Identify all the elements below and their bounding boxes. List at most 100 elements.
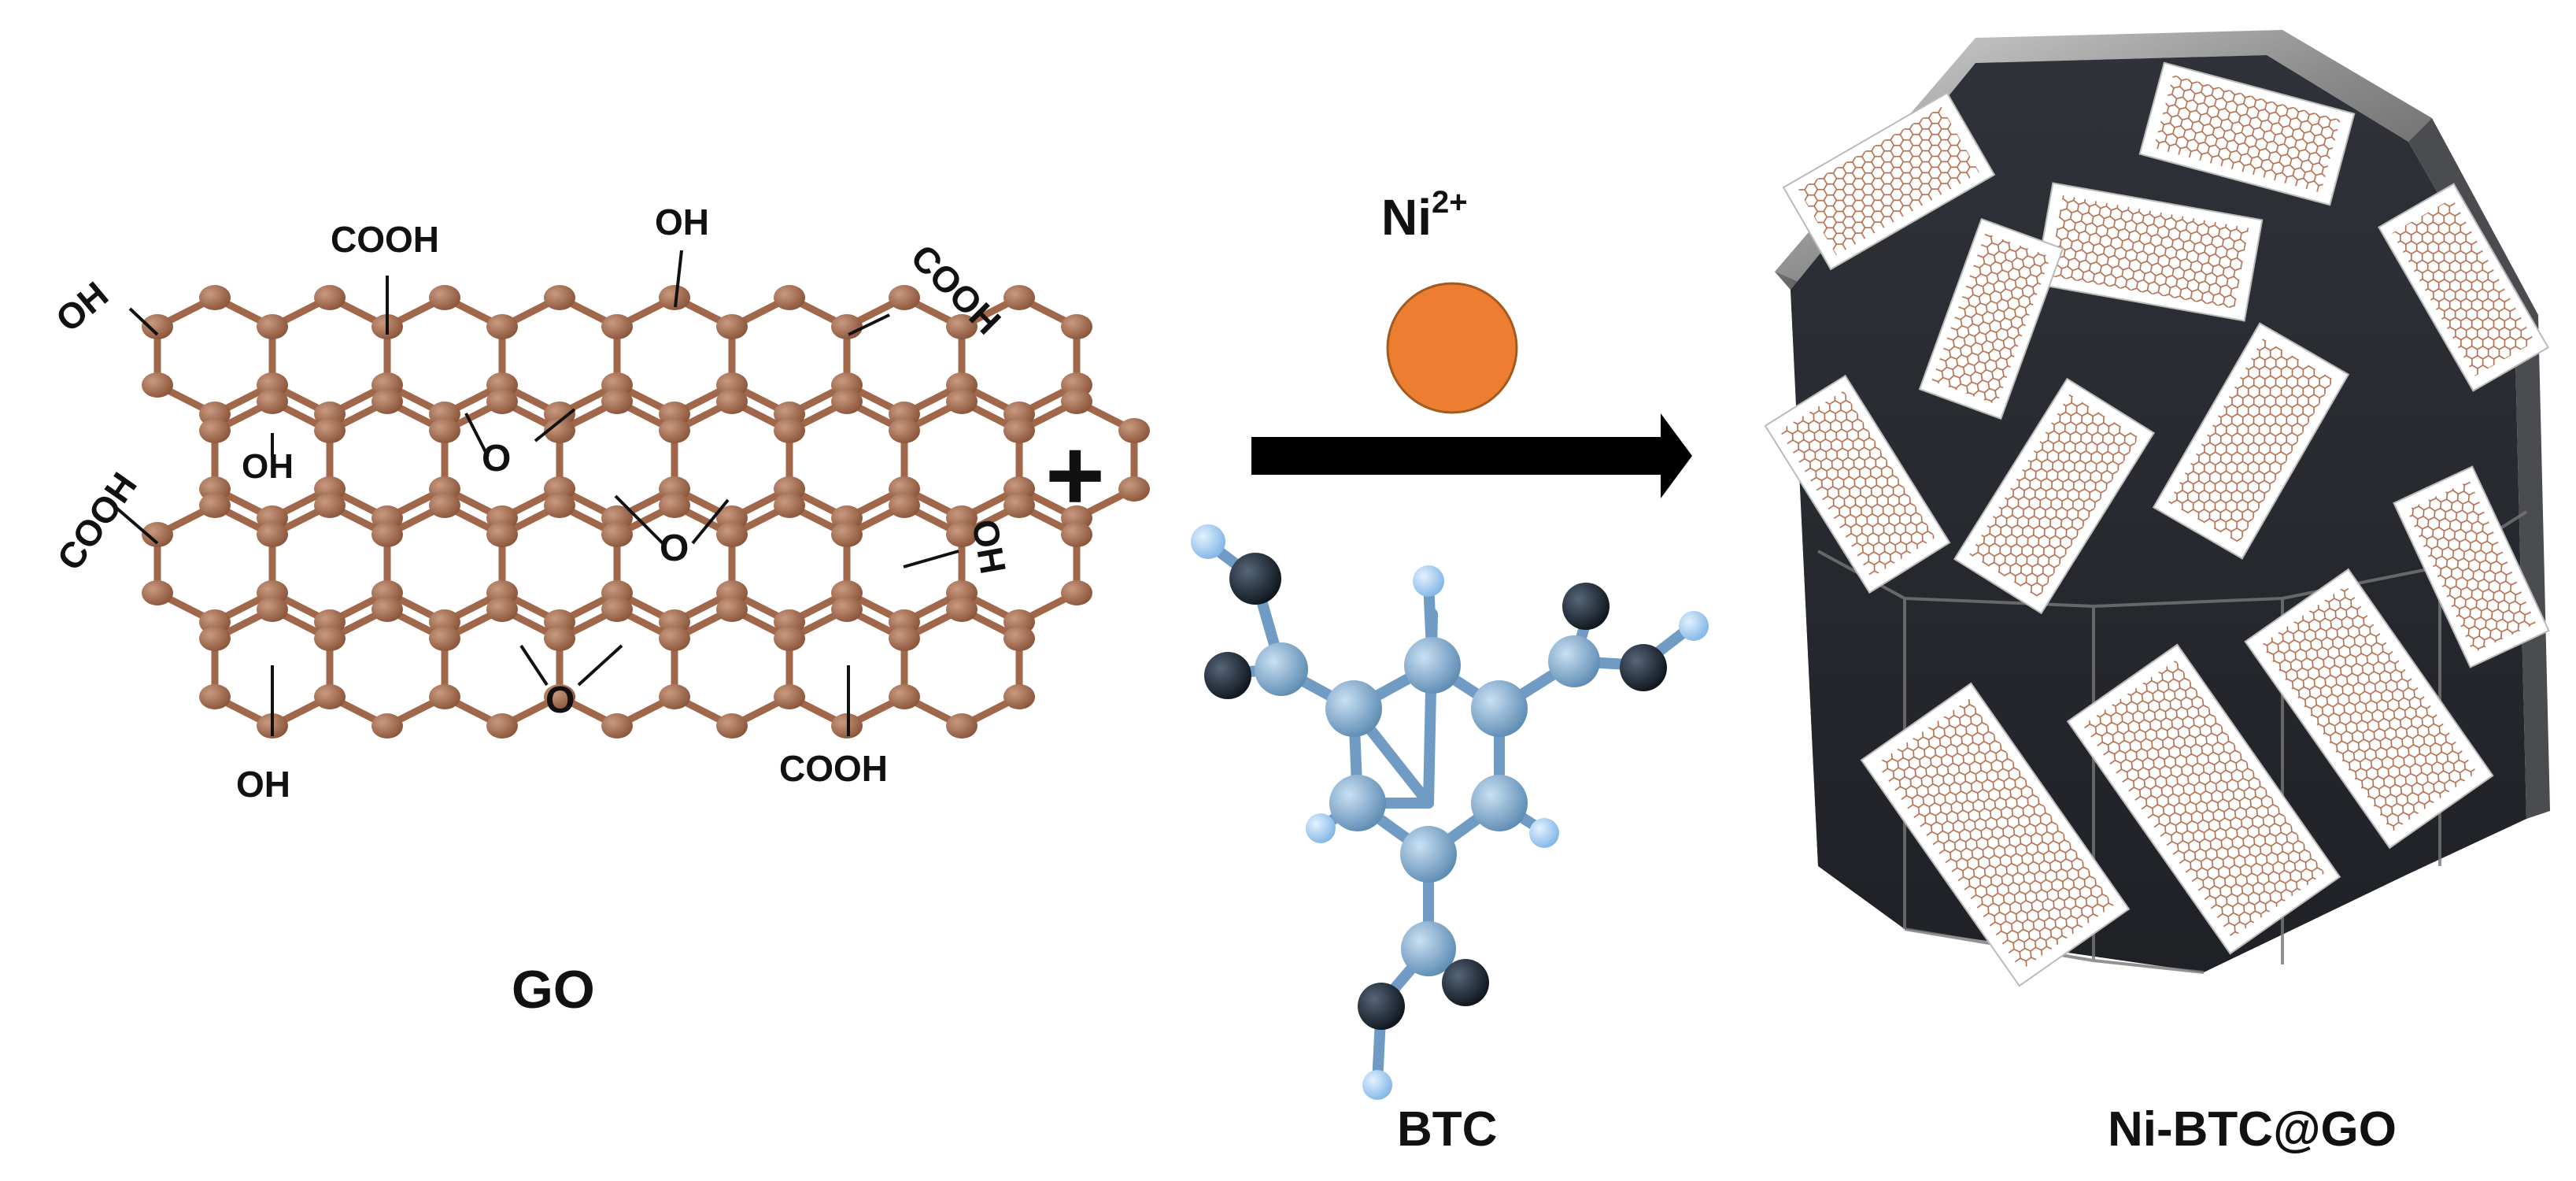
go-carbon-atom — [257, 597, 288, 622]
btc-hydrogen — [1362, 1070, 1392, 1100]
go-carbon-atom — [142, 580, 173, 605]
go-carbon-atom — [889, 626, 920, 651]
go-carbon-atom — [1003, 493, 1035, 518]
go-carbon-atom — [429, 684, 460, 709]
go-carbon-atom — [1003, 418, 1035, 443]
go-carbon-atom — [199, 626, 231, 651]
go-atoms — [142, 285, 1150, 739]
go-carbon-atom — [831, 314, 863, 339]
btc-hydrogen — [1679, 611, 1709, 641]
epoxy-o-label: O — [482, 438, 511, 479]
go-carbon-atom — [429, 626, 460, 651]
oh-label: OH — [242, 447, 294, 486]
go-carbon-atom — [314, 285, 346, 310]
btc-carbon — [1471, 680, 1528, 737]
go-carbon-atom — [544, 684, 575, 709]
go-carbon-atom — [142, 522, 173, 547]
btc-carbon — [1400, 826, 1457, 883]
go-carbon-atom — [601, 314, 633, 339]
oh-label: OH — [964, 516, 1014, 577]
btc-carbon — [1401, 921, 1456, 976]
go-carbon-atom — [199, 418, 231, 443]
go-carbon-atom — [257, 314, 288, 339]
ni-btc-go-crystal: Ni-BTC@GO — [1764, 30, 2550, 1157]
go-carbon-atom — [371, 389, 403, 414]
btc-hydrogen — [1306, 813, 1336, 843]
go-carbon-atom — [716, 713, 748, 739]
go-carbon-atom — [199, 493, 231, 518]
plus-symbol: + — [1045, 417, 1105, 532]
go-carbon-atom — [889, 285, 920, 310]
go-carbon-atom — [716, 597, 748, 622]
go-carbon-atom — [1061, 389, 1092, 414]
btc-carbon — [1548, 635, 1600, 687]
ni-ion-sphere — [1386, 282, 1518, 414]
go-carbon-atom — [544, 626, 575, 651]
go-carbon-atom — [486, 522, 518, 547]
go-carbon-atom — [1003, 285, 1035, 310]
go-carbon-atom — [314, 684, 346, 709]
go-carbon-atom — [831, 597, 863, 622]
go-carbon-atom — [486, 314, 518, 339]
go-carbon-atom — [774, 626, 805, 651]
go-carbon-atom — [486, 389, 518, 414]
go-carbon-atom — [946, 597, 978, 622]
reaction-conditions: Ni2+ — [1251, 185, 1692, 498]
go-carbon-atom — [142, 372, 173, 398]
go-carbon-atom — [659, 493, 690, 518]
go-carbon-atom — [544, 418, 575, 443]
go-carbon-atom — [429, 418, 460, 443]
product-caption: Ni-BTC@GO — [2108, 1102, 2397, 1157]
go-carbon-atom — [486, 597, 518, 622]
go-carbon-atom — [314, 626, 346, 651]
btc-carbon — [1404, 637, 1461, 694]
go-carbon-atom — [946, 389, 978, 414]
ni-ion-charge: 2+ — [1432, 185, 1468, 220]
go-carbon-atom — [371, 522, 403, 547]
btc-oxygen — [1229, 553, 1281, 605]
ni-ion-symbol: Ni — [1381, 189, 1432, 246]
go-carbon-atom — [486, 713, 518, 739]
go-carbon-atom — [199, 684, 231, 709]
go-carbon-atom — [831, 389, 863, 414]
go-carbon-atom — [716, 522, 748, 547]
go-carbon-atom — [1118, 476, 1150, 502]
go-carbon-atom — [889, 684, 920, 709]
go-carbon-atom — [1061, 522, 1092, 547]
go-carbon-atom — [257, 522, 288, 547]
go-carbon-atom — [544, 285, 575, 310]
oh-label: OH — [236, 764, 290, 805]
go-carbon-atom — [831, 522, 863, 547]
epoxy-o-label: O — [545, 679, 575, 721]
go-carbon-atom — [601, 597, 633, 622]
go-carbon-atom — [314, 418, 346, 443]
go-carbon-atom — [429, 285, 460, 310]
go-carbon-atom — [601, 389, 633, 414]
go-flakes — [1764, 61, 2550, 987]
go-carbon-atom — [1003, 684, 1035, 709]
cooh-label: COOH — [331, 219, 439, 260]
go-carbon-atom — [1118, 418, 1150, 443]
go-carbon-atom — [946, 522, 978, 547]
btc-hydrogen — [1413, 565, 1444, 597]
btc-carbon — [1325, 680, 1382, 737]
go-carbon-atom — [774, 684, 805, 709]
btc-oxygen — [1620, 644, 1667, 691]
go-carbon-atom — [774, 493, 805, 518]
btc-oxygen — [1204, 652, 1251, 699]
go-carbon-atom — [946, 314, 978, 339]
go-carbon-atom — [544, 493, 575, 518]
go-bonds — [153, 294, 1138, 730]
btc-carbon — [1471, 775, 1528, 831]
go-carbon-atom — [371, 713, 403, 739]
btc-carbon — [1255, 642, 1308, 696]
go-carbon-atom — [429, 493, 460, 518]
go-carbon-atom — [659, 626, 690, 651]
go-carbon-atom — [371, 597, 403, 622]
go-carbon-atom — [1061, 580, 1092, 605]
go-group-bonds — [110, 250, 959, 736]
go-carbon-atom — [257, 389, 288, 414]
reaction-arrow — [1251, 413, 1692, 498]
crystal-top-rim — [1775, 30, 2432, 290]
